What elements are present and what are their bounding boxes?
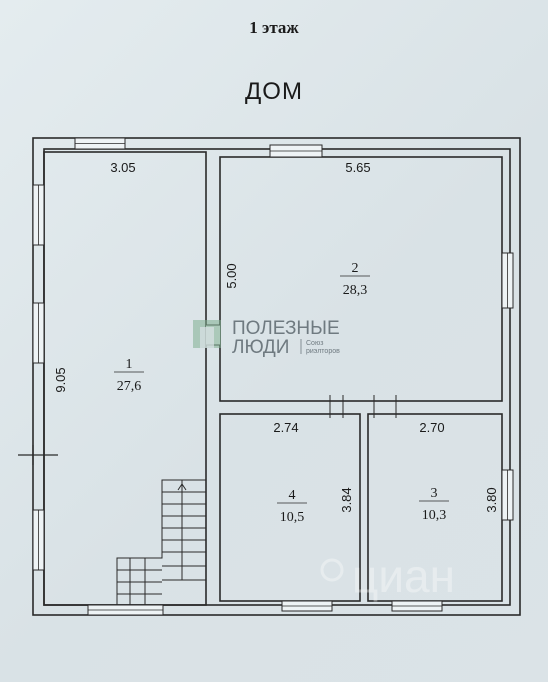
watermark-polezniye-lyudi: ПОЛЕЗНЫЕ ЛЮДИ Союз риэлторов <box>193 318 340 358</box>
dim-room4-width: 2.74 <box>273 420 298 435</box>
dim-room2-height: 5.00 <box>224 263 239 288</box>
cian-pin-icon <box>320 558 344 582</box>
room-2-number: 2 <box>352 261 359 276</box>
dim-room1-width: 3.05 <box>110 160 135 175</box>
cian-text: циан <box>352 550 455 602</box>
dim-room1-height: 9.05 <box>53 367 68 392</box>
watermark-line1: ПОЛЕЗНЫЕ <box>232 318 340 339</box>
room-1-area: 27,6 <box>117 379 142 394</box>
dim-room2-width: 5.65 <box>345 160 370 175</box>
dim-room3-width: 2.70 <box>419 420 444 435</box>
room-3-number: 3 <box>431 486 438 501</box>
staircase <box>116 479 206 605</box>
watermark-line2: ЛЮДИ <box>232 337 289 358</box>
watermark-small2: риэлторов <box>306 348 340 355</box>
room-4-area: 10,5 <box>280 510 305 525</box>
watermark-small1: Союз <box>306 340 323 347</box>
floor-title: 1 этаж <box>249 18 299 37</box>
watermark-cian: циан <box>320 550 455 602</box>
room-2-area: 28,3 <box>343 283 368 298</box>
room-2-outline <box>219 156 503 402</box>
outer-wall-inner <box>43 148 511 606</box>
room-3-area: 10,3 <box>422 508 447 523</box>
dim-room4-height: 3.84 <box>339 487 354 512</box>
room-1-number: 1 <box>126 357 133 372</box>
outer-wall-outer <box>32 137 521 616</box>
building-title: ДОМ <box>245 78 303 105</box>
dim-room3-height: 3.80 <box>484 487 499 512</box>
room-4-number: 4 <box>289 488 296 503</box>
